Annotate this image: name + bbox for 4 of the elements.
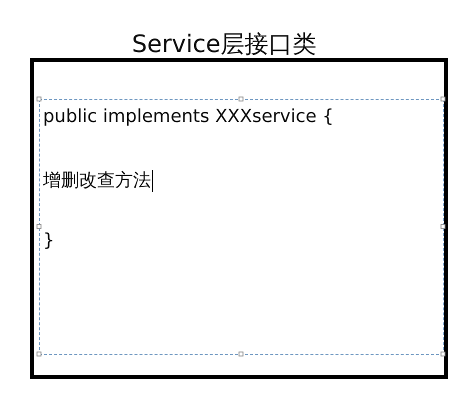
code-comment: 增删改查方法 — [43, 169, 153, 192]
code-line: } — [43, 230, 54, 251]
code-line: public implements XXXservice { — [43, 106, 334, 127]
heading: Service层接口类 — [132, 29, 317, 60]
